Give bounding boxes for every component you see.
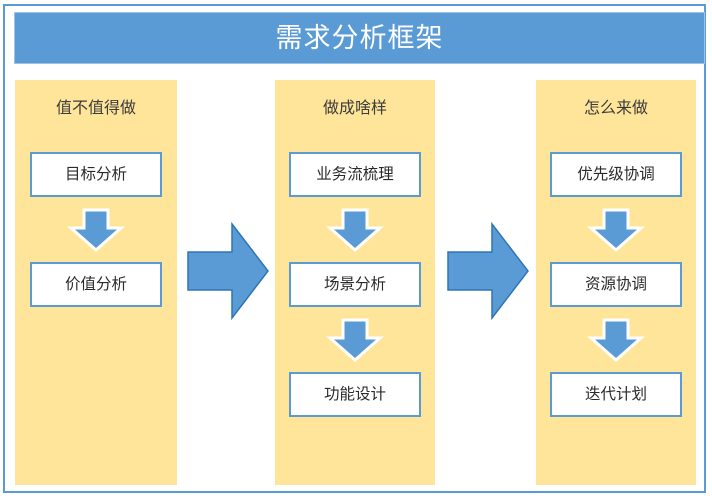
- node-label: 资源协调: [584, 274, 647, 293]
- down-arrow-icon: [67, 208, 125, 252]
- node-box[interactable]: 功能设计: [289, 372, 421, 417]
- node-box[interactable]: 优先级协调: [550, 152, 682, 197]
- stage-title-1: 值不值得做: [55, 98, 136, 117]
- node-label: 优先级协调: [577, 164, 655, 183]
- node-label: 业务流梳理: [316, 164, 394, 183]
- stage-panel-1: 值不值得做 目标分析 价值分析: [15, 80, 177, 485]
- stage-title-3: 怎么来做: [583, 98, 648, 117]
- right-arrow-icon: [186, 221, 270, 321]
- node-box[interactable]: 业务流梳理: [289, 152, 421, 197]
- node-label: 目标分析: [64, 164, 127, 183]
- node-label: 功能设计: [323, 384, 386, 403]
- node-box[interactable]: 迭代计划: [550, 372, 682, 417]
- node-label: 迭代计划: [584, 384, 647, 403]
- right-arrow-icon: [446, 221, 530, 321]
- diagram-header: 需求分析框架: [14, 12, 705, 64]
- node-box[interactable]: 资源协调: [550, 262, 682, 307]
- node-box[interactable]: 价值分析: [30, 262, 162, 307]
- stage-panel-2: 做成啥样 业务流梳理 场景分析 功能设计: [275, 80, 435, 485]
- page-title: 需求分析框架: [275, 22, 444, 54]
- node-label: 价值分析: [64, 274, 127, 293]
- stage-panel-3: 怎么来做 优先级协调 资源协调 迭代计划: [536, 80, 696, 485]
- down-arrow-icon: [587, 318, 645, 362]
- stage-title-2: 做成啥样: [322, 98, 387, 117]
- down-arrow-icon: [587, 208, 645, 252]
- down-arrow-icon: [326, 208, 384, 252]
- node-box[interactable]: 场景分析: [289, 262, 421, 307]
- down-arrow-icon: [326, 318, 384, 362]
- node-label: 场景分析: [323, 274, 386, 293]
- node-box[interactable]: 目标分析: [30, 152, 162, 197]
